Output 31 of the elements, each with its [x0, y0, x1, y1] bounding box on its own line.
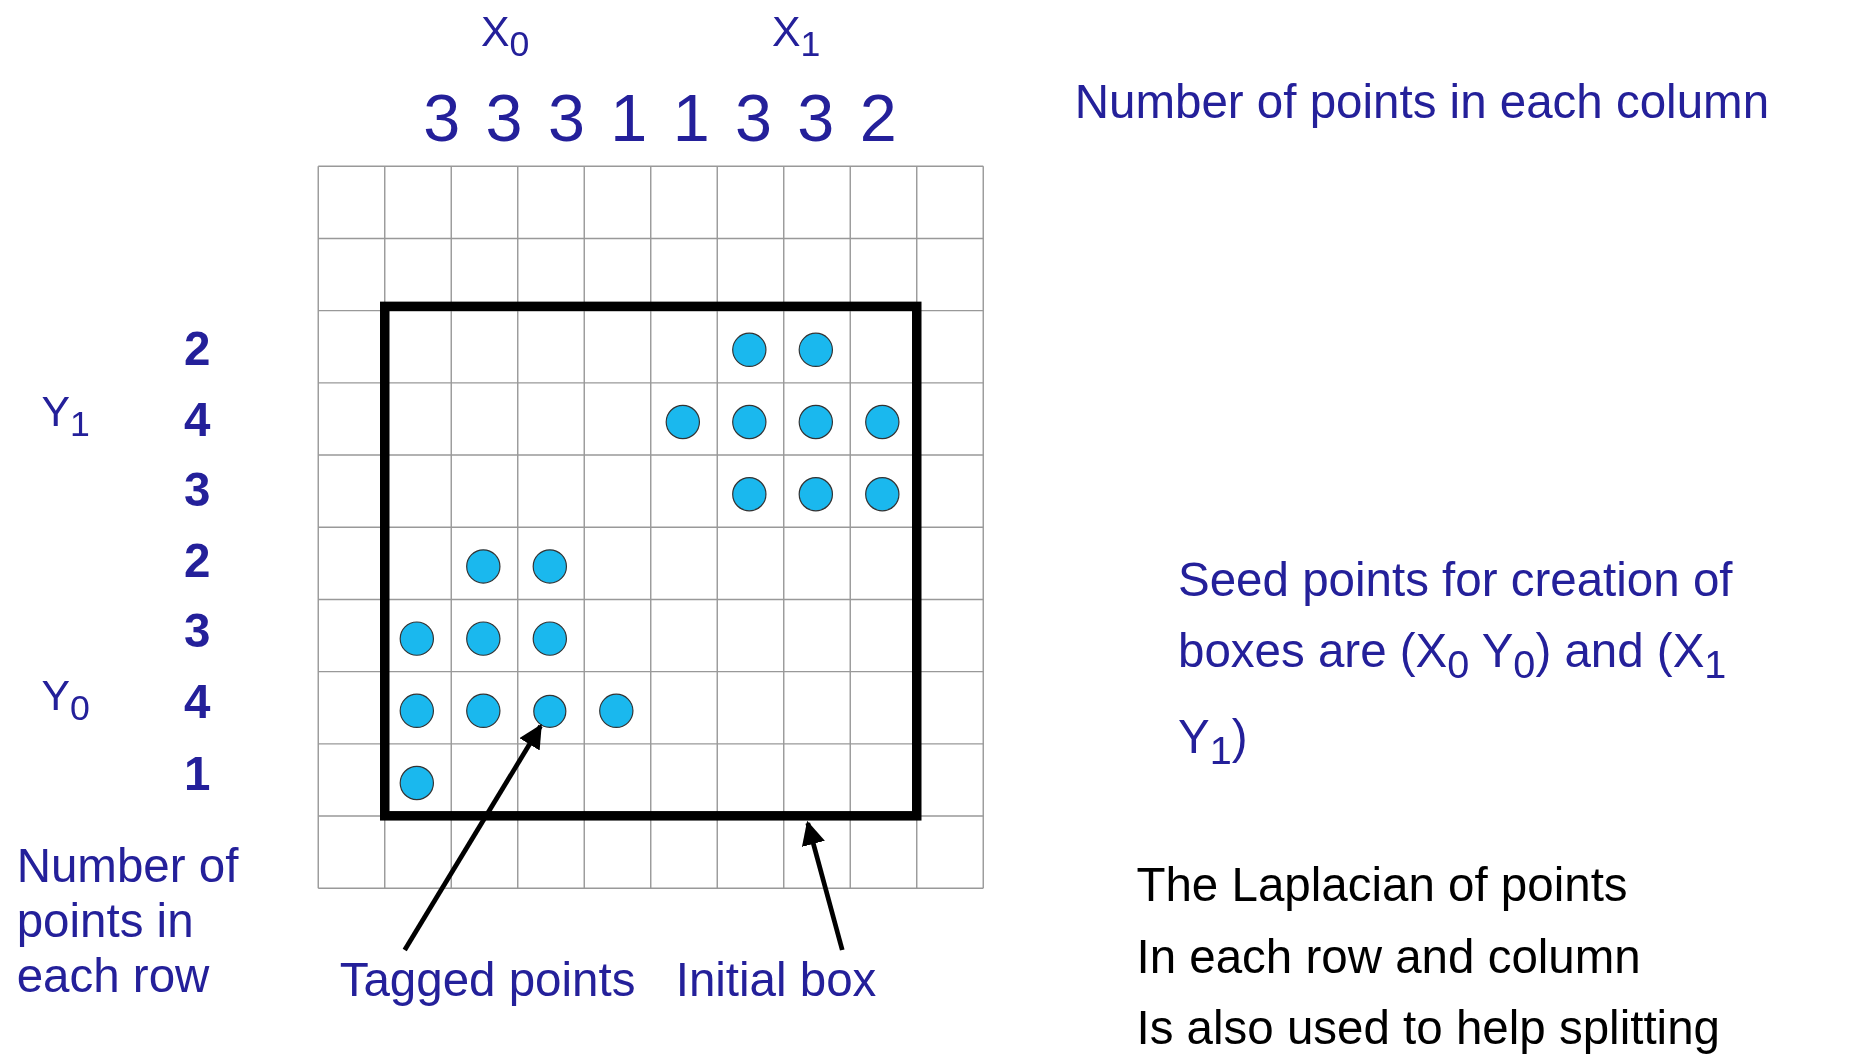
- note-text: Is also used to help splitting: [1136, 1000, 1720, 1055]
- axis-label: Y$_{1}$: [41, 387, 90, 445]
- row-count: 3: [182, 462, 212, 517]
- axis-label: X$_{0}$: [480, 7, 530, 65]
- heading-text: Number of points in each column: [1074, 73, 1770, 129]
- note-text: Seed points for creation of boxes are (X$_{0}$ Y$_{0}$) and (X$_{1}$ Y$_{1}$): [1178, 552, 1734, 774]
- tagged-point: [533, 694, 567, 728]
- note-text: In each row and column: [1136, 928, 1641, 984]
- row-count: 4: [182, 674, 212, 730]
- note-text: The Laplacian of points: [1136, 857, 1628, 912]
- arrow: [801, 820, 845, 951]
- row-count: 2: [182, 320, 212, 376]
- column-count: 3: [484, 80, 524, 158]
- row-count: 3: [182, 603, 212, 659]
- initial-box: [380, 301, 922, 821]
- column-count: 1: [671, 80, 711, 158]
- row-count: 4: [182, 391, 212, 446]
- arrow: [402, 724, 543, 952]
- axis-label: Y$_{0}$: [41, 670, 90, 729]
- callout-text: Tagged points: [339, 952, 636, 1007]
- column-count: 3: [546, 80, 586, 158]
- column-count: 3: [796, 80, 836, 158]
- row-count: 1: [182, 745, 212, 800]
- axis-label: X$_{1}$: [771, 7, 821, 65]
- callout-text: Initial box: [675, 952, 877, 1007]
- column-count: 1: [609, 80, 649, 158]
- column-count: 2: [858, 80, 898, 158]
- heading-text: Number of points in each row: [16, 838, 240, 1003]
- row-count: 2: [182, 533, 212, 588]
- column-count: 3: [733, 80, 773, 158]
- column-count: 3: [422, 80, 462, 158]
